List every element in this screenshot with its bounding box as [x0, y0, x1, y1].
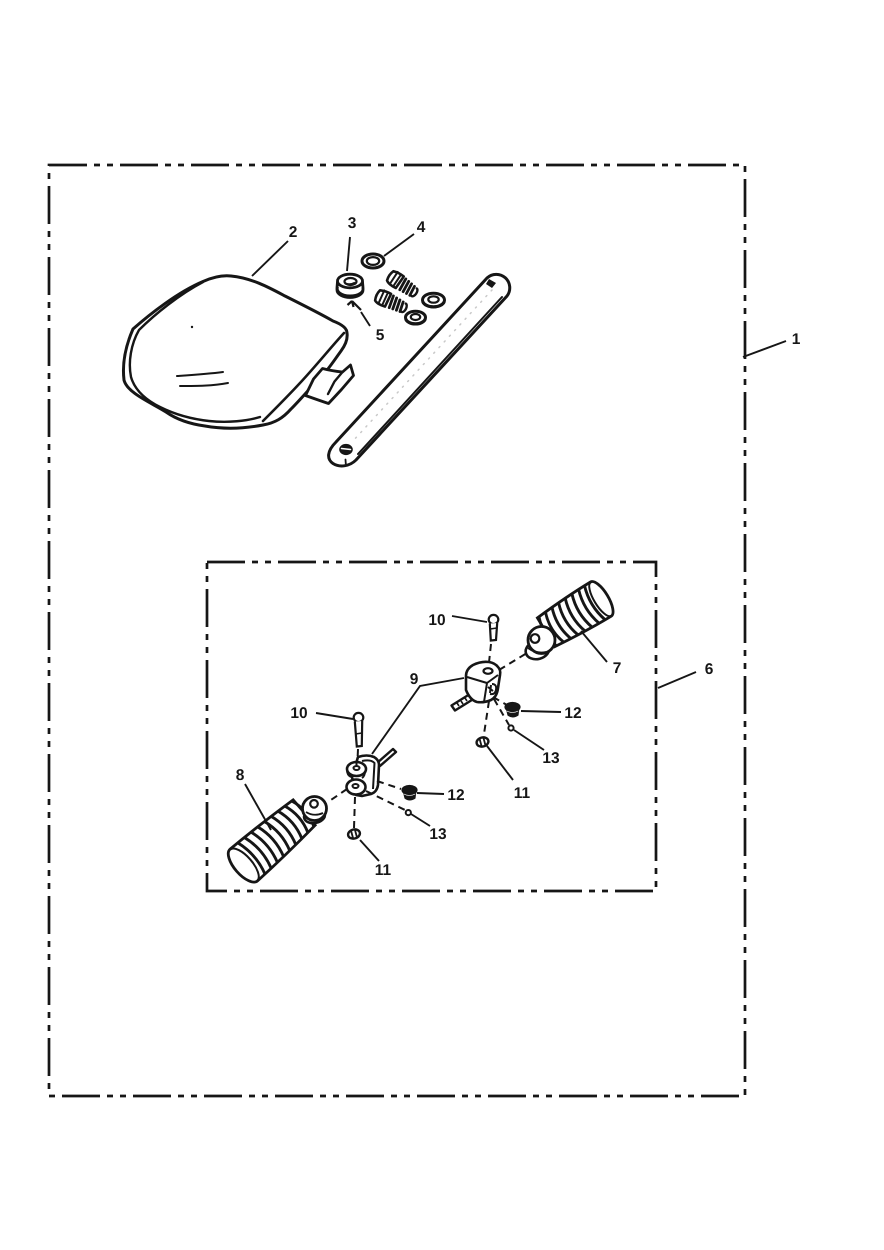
- svg-text:13: 13: [542, 750, 560, 767]
- svg-text:10: 10: [428, 612, 445, 629]
- svg-text:13: 13: [429, 826, 447, 843]
- svg-text:6: 6: [705, 661, 714, 678]
- svg-text:4: 4: [417, 219, 426, 236]
- svg-text:11: 11: [514, 785, 531, 802]
- svg-text:1: 1: [792, 331, 801, 348]
- svg-text:7: 7: [613, 660, 622, 677]
- svg-text:3: 3: [348, 215, 357, 232]
- svg-text:5: 5: [376, 327, 385, 344]
- svg-text:2: 2: [289, 224, 298, 241]
- svg-text:8: 8: [236, 767, 245, 784]
- svg-text:10: 10: [290, 705, 307, 722]
- svg-text:9: 9: [410, 671, 419, 688]
- svg-text:12: 12: [447, 787, 464, 804]
- svg-text:11: 11: [375, 862, 392, 879]
- svg-text:12: 12: [564, 705, 581, 722]
